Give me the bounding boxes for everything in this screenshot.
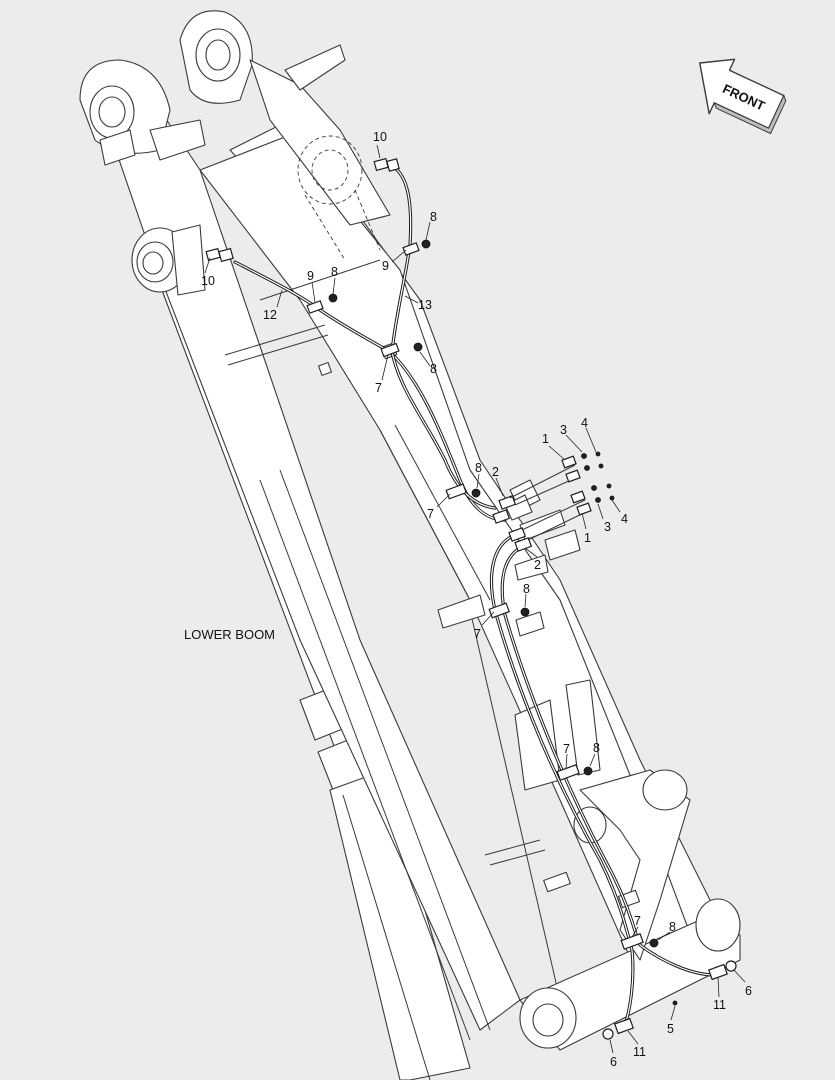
callout-12: 12 xyxy=(263,308,277,322)
callout-6: 6 xyxy=(745,984,752,998)
boom-top-bosses xyxy=(79,10,391,296)
callout-4: 4 xyxy=(581,416,588,430)
callout-3: 3 xyxy=(604,520,611,534)
callout-4: 4 xyxy=(621,512,628,526)
callout-7: 7 xyxy=(375,381,382,395)
callout-8: 8 xyxy=(475,461,482,475)
lower-boom-label: LOWER BOOM xyxy=(184,627,275,642)
callout-8: 8 xyxy=(593,741,600,755)
callout-10: 10 xyxy=(201,274,215,288)
callout-9: 9 xyxy=(382,259,389,273)
callout-13: 13 xyxy=(418,298,432,312)
callout-8: 8 xyxy=(669,920,676,934)
fittings xyxy=(205,157,737,1040)
callout-6: 6 xyxy=(610,1055,617,1069)
callout-11: 11 xyxy=(713,998,726,1012)
callout-1: 1 xyxy=(542,432,549,446)
callout-3: 3 xyxy=(560,423,567,437)
callout-5: 5 xyxy=(667,1022,674,1036)
callout-2: 2 xyxy=(492,465,499,479)
callout-2: 2 xyxy=(534,558,541,572)
callout-7: 7 xyxy=(563,742,570,756)
leader-lines xyxy=(204,144,746,1054)
callout-1: 1 xyxy=(584,531,591,545)
callout-8: 8 xyxy=(430,362,437,376)
callout-7: 7 xyxy=(427,507,434,521)
callout-7: 7 xyxy=(634,914,641,928)
callout-11: 11 xyxy=(633,1045,646,1059)
callout-9: 9 xyxy=(307,269,314,283)
callout-8: 8 xyxy=(331,265,338,279)
callout-numbers: 10 10 8 9 9 8 12 13 8 7 1 3 4 8 2 7 4 3 … xyxy=(201,130,752,1069)
callout-8: 8 xyxy=(430,210,437,224)
callout-10: 10 xyxy=(373,130,387,144)
callout-8: 8 xyxy=(523,582,530,596)
callout-7: 7 xyxy=(474,627,481,641)
front-arrow: FRONT xyxy=(699,58,787,135)
